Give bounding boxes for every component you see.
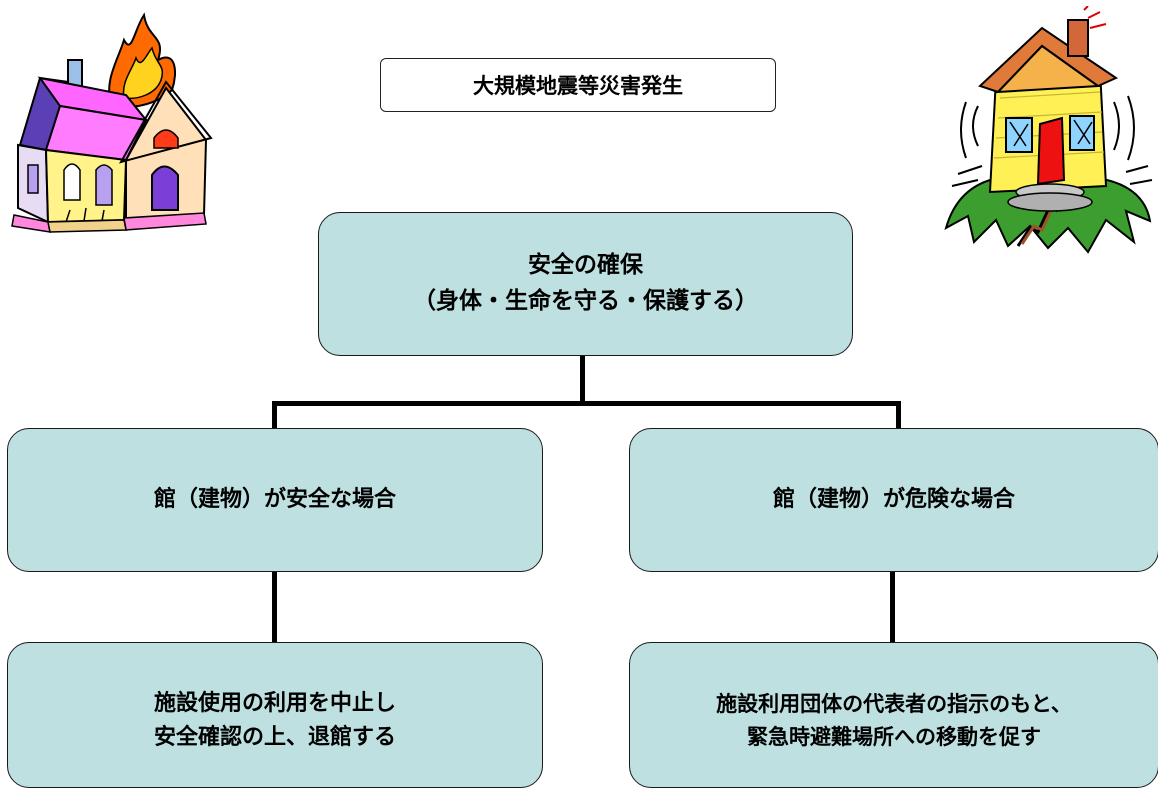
connector-right-down xyxy=(896,401,901,430)
connector-horizontal xyxy=(272,401,901,406)
right-branch-node: 館（建物）が危険な場合 xyxy=(629,428,1158,572)
disaster-title-text: 大規模地震等災害発生 xyxy=(473,74,683,98)
disaster-title: 大規模地震等災害発生 xyxy=(380,58,776,112)
left-action-node: 施設使用の利用を中止し 安全確認の上、退館する xyxy=(7,642,543,788)
left-action-line-2: 安全確認の上、退館する xyxy=(153,725,396,750)
root-line-2: （身体・生命を守る・保護する） xyxy=(413,288,758,314)
connector-left-action xyxy=(272,571,277,643)
right-action-line-2: 緊急時避難場所への移動を促す xyxy=(747,725,1041,749)
right-action-node: 施設利用団体の代表者の指示のもと、 緊急時避難場所への移動を促す xyxy=(629,642,1158,788)
connector-root-down xyxy=(580,354,585,405)
earthquake-house-icon xyxy=(944,6,1153,254)
left-branch-node: 館（建物）が安全な場合 xyxy=(7,428,543,572)
connector-right-action xyxy=(890,571,895,643)
right-branch-label: 館（建物）が危険な場合 xyxy=(772,486,1015,512)
connector-left-down xyxy=(272,401,277,430)
burning-house-icon xyxy=(11,12,213,233)
root-line-1: 安全の確保 xyxy=(528,252,643,279)
right-action-line-1: 施設利用団体の代表者の指示のもと、 xyxy=(716,692,1072,717)
root-node-safety: 安全の確保 （身体・生命を守る・保護する） xyxy=(318,212,853,356)
left-action-line-1: 施設使用の利用を中止し xyxy=(153,690,396,716)
left-branch-label: 館（建物）が安全な場合 xyxy=(153,486,396,512)
